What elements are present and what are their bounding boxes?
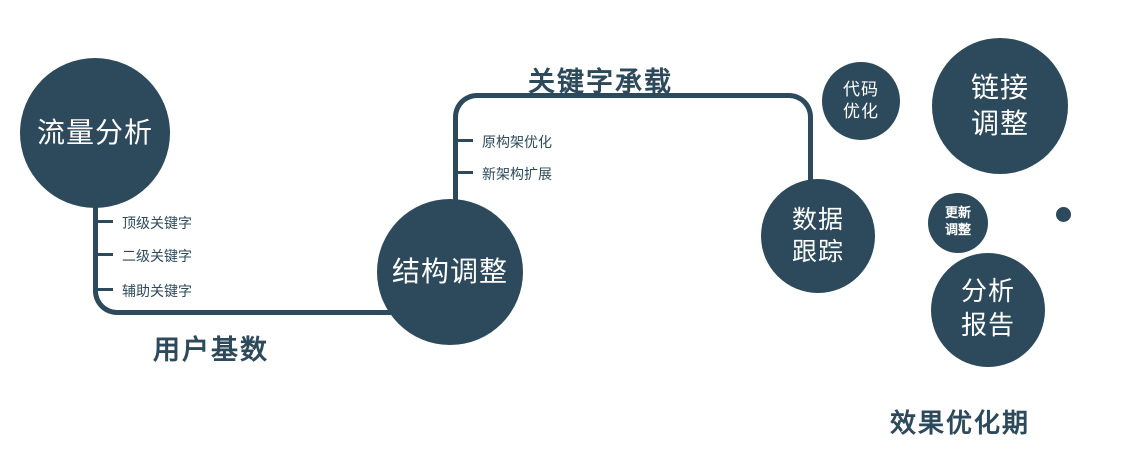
node-analysis-report: 分析 报告 [931, 253, 1045, 367]
node-label-line: 更新 [944, 206, 971, 222]
tick-label-original-architecture: 原构架优化 [482, 135, 552, 151]
node-label-line: 跟踪 [791, 237, 844, 266]
bullet-dot [1056, 207, 1071, 222]
node-structure-adjustment: 结构调整 [377, 199, 523, 345]
node-label-line: 调整 [970, 107, 1029, 140]
node-label: 结构调整 [391, 254, 508, 288]
node-label-line: 代码 [843, 79, 879, 100]
node-update-adjustment: 更新 调整 [928, 193, 988, 253]
node-label-line: 报告 [960, 311, 1015, 341]
node-label: 流量分析 [36, 115, 153, 149]
tick-label-new-architecture: 新架构扩展 [482, 167, 552, 183]
node-label-line: 优化 [843, 102, 879, 122]
node-label-line: 分析 [960, 277, 1015, 308]
tick-mark [456, 139, 473, 142]
tick-mark [96, 288, 113, 291]
node-code-optimization: 代码 优化 [822, 62, 900, 140]
node-data-tracking: 数据 跟踪 [761, 179, 875, 293]
tick-mark [456, 171, 473, 174]
node-traffic-analysis: 流量分析 [20, 58, 170, 208]
tick-label-top-keywords: 顶级关键字 [122, 216, 192, 232]
tick-mark [96, 220, 113, 223]
tick-label-secondary-keywords: 二级关键字 [122, 249, 192, 265]
node-label-line: 数据 [791, 204, 844, 234]
node-label-line: 调整 [944, 223, 971, 238]
connector-structure-to-tracking [453, 93, 813, 204]
node-label-line: 链接 [970, 70, 1029, 104]
node-link-adjustment: 链接 调整 [932, 38, 1068, 174]
footer-label-effect-optimization-period: 效果优化期 [890, 409, 1031, 439]
tick-label-auxiliary-keywords: 辅助关键字 [122, 284, 192, 300]
edge-label-keyword-carrying: 关键字承载 [528, 67, 673, 98]
connector-traffic-to-structure [93, 203, 394, 315]
tick-mark [96, 253, 113, 256]
edge-label-user-base: 用户基数 [153, 335, 269, 366]
